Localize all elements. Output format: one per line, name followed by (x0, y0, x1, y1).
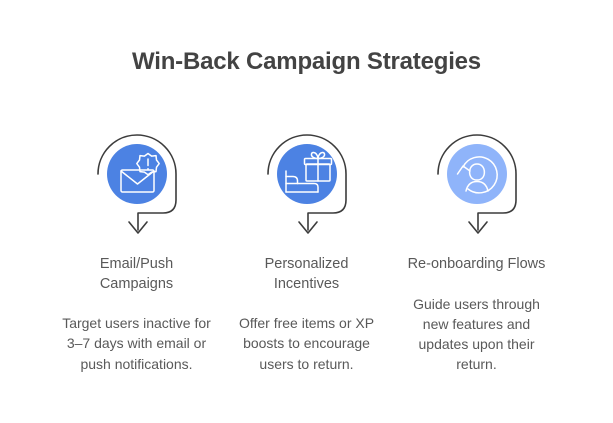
flow-ring-arrow-path-1 (96, 134, 177, 231)
strategy-columns: Email/Push Campaigns Target users inacti… (0, 112, 613, 375)
flow-ring-arrow-path-2 (266, 134, 347, 231)
icon-circle-background-1 (106, 144, 167, 204)
strategy-column-reonboarding: Re-onboarding Flows Guide users through … (392, 112, 562, 375)
user-refresh-icon (456, 156, 498, 194)
page-title: Win-Back Campaign Strategies (132, 48, 481, 75)
column-heading-incentives: Personalized Incentives (264, 256, 349, 292)
icon-circle-background-3 (446, 144, 507, 204)
strategy-column-incentives: Personalized Incentives Offer free items… (222, 112, 392, 374)
arrow-head-icon-3 (467, 221, 488, 234)
column-heading-email-push: Email/Push Campaigns (99, 256, 174, 292)
arrow-head-icon-1 (127, 221, 148, 234)
gift-bed-icon (284, 151, 332, 193)
column-body-email-push: Target users inactive for 3–7 days with … (62, 315, 211, 372)
badge-reonboarding (422, 112, 532, 240)
badge-email-push (82, 112, 192, 240)
email-alert-icon (119, 152, 160, 193)
column-body-reonboarding: Guide users through new features and upd… (413, 295, 540, 373)
column-heading-reonboarding: Re-onboarding Flows (407, 256, 546, 272)
column-body-incentives: Offer free items or XP boosts to encoura… (238, 315, 375, 372)
flow-ring-arrow-path-3 (436, 134, 517, 231)
strategy-column-email-push: Email/Push Campaigns Target users inacti… (52, 112, 222, 374)
badge-incentives (252, 112, 362, 240)
arrow-head-icon-2 (297, 221, 318, 234)
